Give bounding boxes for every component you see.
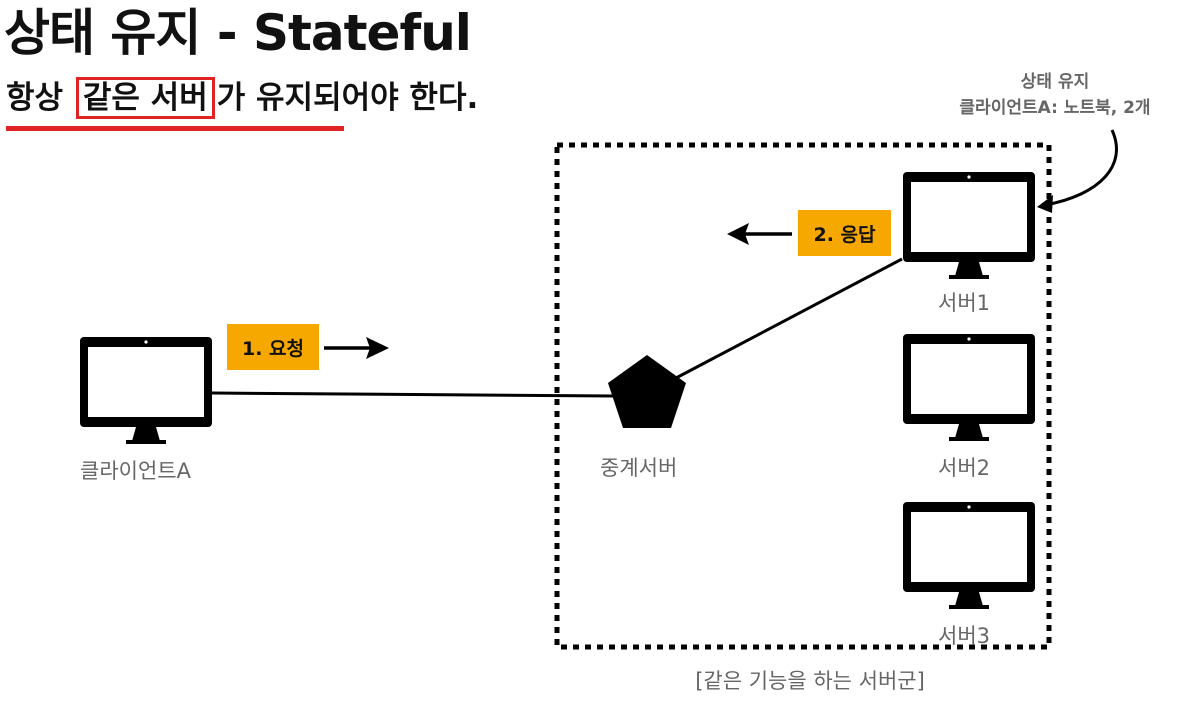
server3-monitor-icon [903, 502, 1035, 609]
response-tag: 2. 응답 [798, 210, 891, 256]
note-line-2: 클라이언트A: 노트북, 2개 [959, 97, 1151, 118]
subtitle-suffix: 가 유지되어야 한다. [216, 80, 479, 116]
subtitle-highlight: 같은 서버 [75, 77, 215, 119]
server-group-label: [같은 기능을 하는 서버군] [695, 669, 925, 693]
state-note: 상태 유지 클라이언트A: 노트북, 2개 [928, 70, 1182, 121]
note-arrow-curve [1044, 129, 1118, 207]
client-relay-link [211, 391, 615, 398]
client-monitor-icon [80, 337, 212, 444]
server3-label: 서버3 [938, 624, 991, 648]
note-line-1: 상태 유지 [1020, 72, 1090, 92]
subtitle-prefix: 항상 [6, 80, 74, 116]
note-arrow-head-icon [1037, 195, 1053, 213]
server2-label: 서버2 [938, 456, 991, 480]
page-title: 상태 유지 - Stateful [4, 4, 472, 62]
relay-server1-link [675, 257, 903, 380]
server1-label: 서버1 [938, 291, 991, 315]
subtitle-underline [6, 126, 344, 131]
request-arrow-head-icon [366, 337, 389, 359]
client-label: 클라이언트A [80, 459, 191, 483]
server2-monitor-icon [903, 334, 1035, 441]
response-arrow-head-icon [727, 223, 749, 245]
server1-monitor-icon [903, 172, 1035, 279]
request-tag: 1. 요청 [227, 324, 319, 370]
server-group-boundary [554, 142, 1052, 650]
relay-pentagon-icon [608, 355, 686, 428]
relay-label: 중계서버 [600, 456, 678, 480]
